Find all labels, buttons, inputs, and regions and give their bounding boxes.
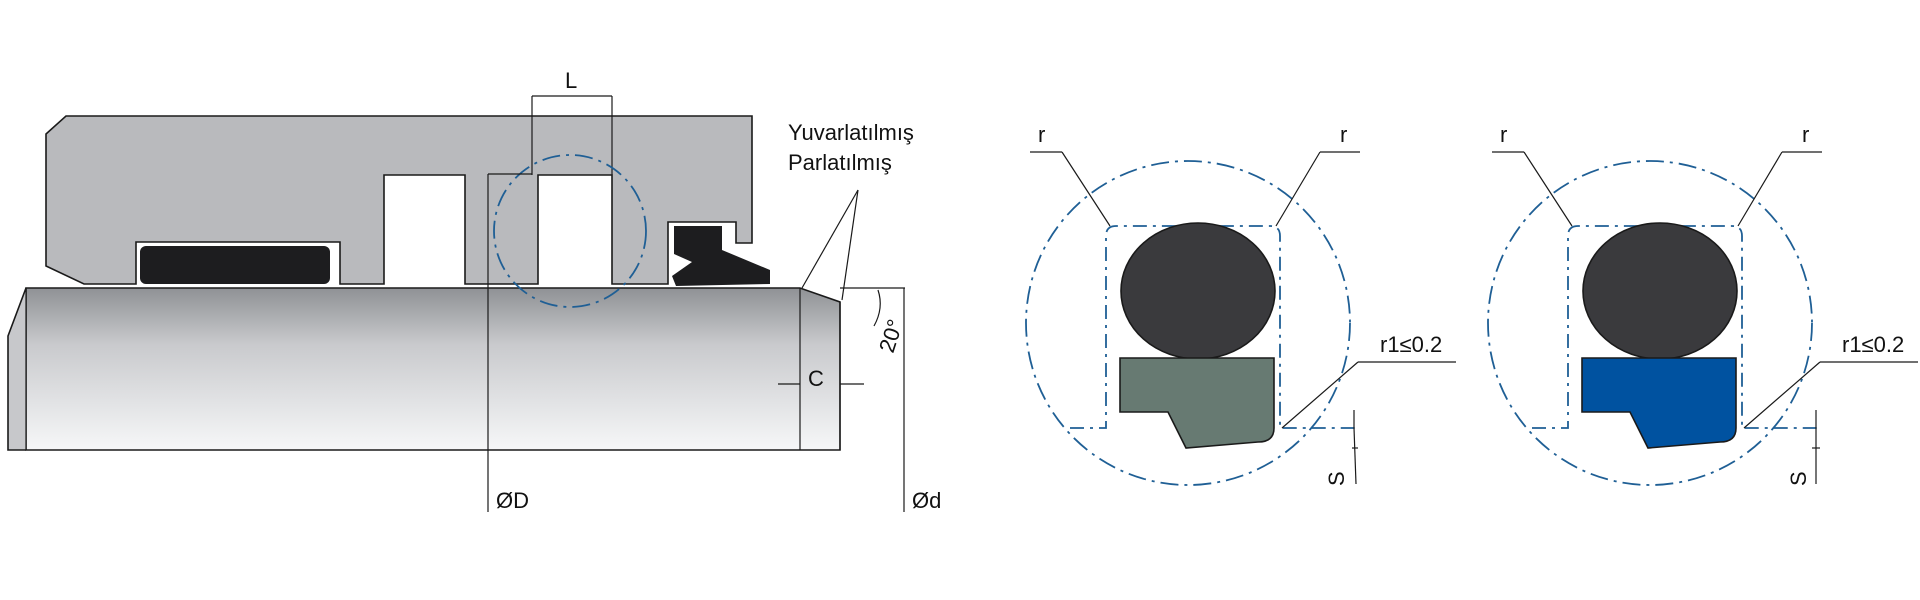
label-r-left-1: r: [1038, 122, 1045, 147]
label-s-1: S: [1324, 471, 1349, 486]
label-C: C: [808, 366, 824, 391]
o-ring-2: [1582, 222, 1738, 360]
dimension-L: L: [531, 68, 613, 175]
label-s-2: S: [1786, 471, 1811, 486]
blue-ring: [1581, 357, 1737, 449]
dimension-angle: 20°: [840, 287, 908, 356]
black-wiper-seal: [672, 226, 770, 286]
label-L: L: [565, 68, 577, 93]
black-guide-ring: [140, 246, 330, 284]
label-angle: 20°: [874, 316, 908, 355]
label-D: ØD: [496, 488, 529, 513]
rod: [7, 287, 841, 451]
label-r-right-2: r: [1802, 122, 1809, 147]
label-r1-1: r1≤0.2: [1380, 332, 1442, 357]
label-r-right-1: r: [1340, 122, 1347, 147]
label-r-left-2: r: [1500, 122, 1507, 147]
detail-blue: r r r1≤0.2 S: [1487, 122, 1918, 486]
detail-circle: [493, 154, 647, 308]
dimension-C: C: [778, 366, 864, 391]
green-ring: [1119, 357, 1275, 449]
label-surface-1: Yuvarlatılmış: [788, 120, 914, 145]
label-r1-2: r1≤0.2: [1842, 332, 1904, 357]
label-surface-2: Parlatılmış: [788, 150, 892, 175]
label-d: Ød: [912, 488, 941, 513]
dimension-d: Ød: [903, 288, 941, 513]
o-ring-1: [1120, 222, 1276, 360]
surface-callout: Yuvarlatılmış Parlatılmış: [788, 120, 914, 301]
dimension-D: ØD: [487, 173, 532, 513]
housing-section: [45, 115, 753, 285]
detail-green: r r r1≤0.2 S: [1025, 122, 1456, 486]
